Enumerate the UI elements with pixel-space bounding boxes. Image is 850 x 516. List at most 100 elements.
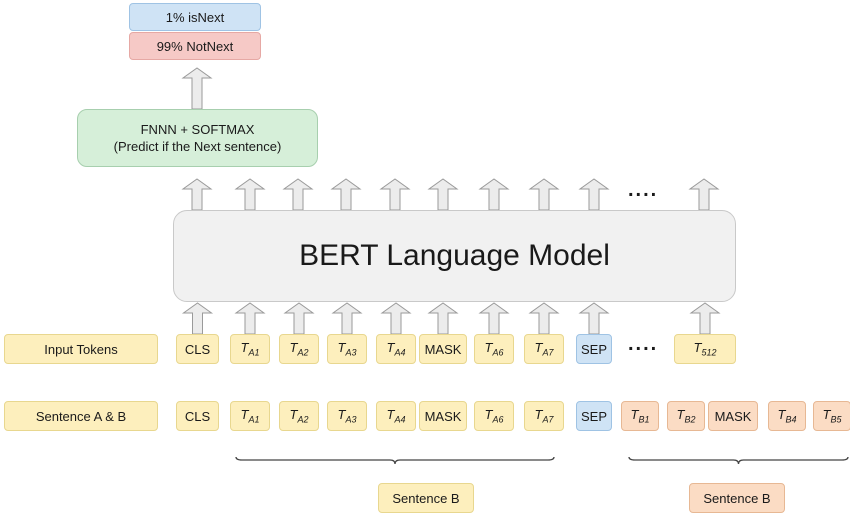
- input-arrow-icon: [528, 302, 560, 335]
- input-arrow-icon: [427, 302, 459, 335]
- token-base: T: [289, 407, 298, 423]
- token-subscript: A3: [345, 414, 357, 425]
- token-symbol: TB1: [631, 407, 650, 425]
- sentence-b-bracket: [628, 456, 849, 465]
- ffnn-softmax-classifier: FNNN + SOFTMAX (Predict if the Next sent…: [77, 109, 318, 167]
- token-base: T: [693, 340, 702, 356]
- token-subscript: A1: [248, 414, 260, 425]
- token-subscript: A6: [492, 347, 504, 358]
- classifier-title: FNNN + SOFTMAX: [140, 122, 255, 137]
- sentence-token: TA3: [327, 401, 367, 431]
- token-base: T: [240, 407, 249, 423]
- token-subscript: A4: [394, 347, 406, 358]
- token-subscript: A7: [542, 414, 554, 425]
- sentence-token: TB4: [768, 401, 806, 431]
- token-subscript: A4: [394, 414, 406, 425]
- input-token: SEP: [576, 334, 612, 364]
- sentence-token: TA2: [279, 401, 319, 431]
- input-token: T512: [674, 334, 736, 364]
- output-arrow-icon: [688, 178, 720, 211]
- sentence-a-group-label: Sentence B: [378, 483, 474, 513]
- token-base: T: [484, 407, 493, 423]
- output-arrow-icon: [528, 178, 560, 211]
- token-symbol: TA1: [241, 407, 260, 425]
- input-token: TA3: [327, 334, 367, 364]
- input-token: TA6: [474, 334, 514, 364]
- token-subscript: A2: [297, 347, 309, 358]
- token-base: T: [386, 340, 395, 356]
- token-symbol: TB5: [823, 407, 842, 425]
- input-token: CLS: [176, 334, 219, 364]
- token-symbol: T512: [694, 340, 717, 358]
- not-next-output: 99% NotNext: [129, 32, 261, 60]
- bert-language-model-block: BERT Language Model: [173, 210, 736, 302]
- output-arrow-icon: [330, 178, 362, 211]
- output-arrow-icon: [478, 178, 510, 211]
- sentence-b-group-label: Sentence B: [689, 483, 785, 513]
- input-ellipsis: ....: [628, 333, 659, 355]
- sentence-token: TA6: [474, 401, 514, 431]
- token-base: T: [630, 407, 639, 423]
- input-arrow-icon: [578, 302, 610, 335]
- token-subscript: B5: [830, 414, 842, 425]
- token-symbol: TA7: [535, 407, 554, 425]
- output-arrow-icon: [379, 178, 411, 211]
- input-token: TA1: [230, 334, 270, 364]
- token-subscript: A3: [345, 347, 357, 358]
- sentence-token: TB1: [621, 401, 659, 431]
- input-arrow-icon: [283, 302, 315, 335]
- sentence-a-bracket: [235, 456, 555, 465]
- sentence-ab-label: Sentence A & B: [4, 401, 158, 431]
- token-subscript: B1: [638, 414, 650, 425]
- sentence-token: SEP: [576, 401, 612, 431]
- sentence-token: TA1: [230, 401, 270, 431]
- token-base: T: [534, 407, 543, 423]
- token-symbol: TB2: [677, 407, 696, 425]
- token-base: T: [777, 407, 786, 423]
- token-symbol: TA7: [535, 340, 554, 358]
- input-token: TA7: [524, 334, 564, 364]
- output-arrow-icon: [282, 178, 314, 211]
- token-symbol: TA2: [290, 340, 309, 358]
- token-subscript: B4: [785, 414, 797, 425]
- token-subscript: 512: [701, 347, 717, 358]
- is-next-output: 1% isNext: [129, 3, 261, 31]
- token-base: T: [289, 340, 298, 356]
- output-arrow-icon: [234, 178, 266, 211]
- token-subscript: B2: [684, 414, 696, 425]
- input-arrow-icon: [689, 302, 721, 335]
- classifier-arrow-icon: [181, 67, 213, 110]
- token-subscript: A1: [248, 347, 260, 358]
- sentence-token: TB5: [813, 401, 850, 431]
- token-base: T: [484, 340, 493, 356]
- output-arrow-icon: [578, 178, 610, 211]
- input-token: TA2: [279, 334, 319, 364]
- token-symbol: TA3: [338, 340, 357, 358]
- token-symbol: TA6: [485, 340, 504, 358]
- token-subscript: A2: [297, 414, 309, 425]
- sentence-token: TA4: [376, 401, 416, 431]
- token-base: T: [534, 340, 543, 356]
- token-symbol: TA3: [338, 407, 357, 425]
- input-arrow-icon: [181, 302, 214, 335]
- token-base: T: [240, 340, 249, 356]
- output-ellipsis: ....: [628, 179, 659, 201]
- token-symbol: TB4: [778, 407, 797, 425]
- token-symbol: TA1: [241, 340, 260, 358]
- token-subscript: A6: [492, 414, 504, 425]
- input-token: TA4: [376, 334, 416, 364]
- output-arrow-icon: [427, 178, 459, 211]
- token-base: T: [337, 340, 346, 356]
- sentence-token: MASK: [419, 401, 467, 431]
- input-tokens-label: Input Tokens: [4, 334, 158, 364]
- classifier-subtitle: (Predict if the Next sentence): [113, 139, 282, 154]
- sentence-token: MASK: [708, 401, 758, 431]
- token-base: T: [386, 407, 395, 423]
- input-arrow-icon: [380, 302, 412, 335]
- token-symbol: TA2: [290, 407, 309, 425]
- input-arrow-icon: [331, 302, 363, 335]
- input-arrow-icon: [234, 302, 266, 335]
- token-symbol: TA4: [387, 407, 406, 425]
